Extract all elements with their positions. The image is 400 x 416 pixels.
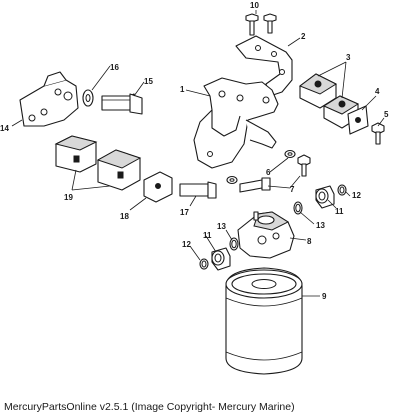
part-11-fittings[interactable] — [211, 185, 335, 271]
callout-15: 15 — [144, 77, 153, 86]
part-14-bracket-plate[interactable] — [19, 71, 79, 127]
callout-4: 4 — [375, 87, 380, 96]
callout-14: 14 — [0, 124, 9, 133]
callout-1: 1 — [180, 85, 185, 94]
part-10-bolts[interactable] — [245, 13, 277, 36]
part-6-washers[interactable] — [226, 149, 296, 185]
parts-diagram: 10 2 3 4 5 1 6 7 8 9 11 11 12 12 13 13 1… — [0, 1, 389, 375]
part-7-bolts[interactable] — [239, 154, 311, 193]
part-13-o-rings[interactable] — [229, 201, 303, 251]
part-19-rubber-blocks[interactable] — [54, 135, 142, 191]
part-9-filter[interactable] — [225, 267, 303, 375]
callout-10: 10 — [250, 1, 259, 10]
callout-13a: 13 — [316, 221, 325, 230]
part-16-washer[interactable] — [82, 89, 94, 107]
callout-13b: 13 — [217, 222, 226, 231]
callout-12a: 12 — [352, 191, 361, 200]
part-4-plate[interactable] — [347, 105, 369, 135]
callout-3: 3 — [346, 53, 351, 62]
leader-lines — [11, 10, 385, 297]
callout-18: 18 — [120, 212, 129, 221]
callout-11a: 11 — [335, 207, 344, 216]
callout-9: 9 — [322, 292, 327, 301]
callout-19: 19 — [64, 193, 73, 202]
part-17-bolt[interactable] — [179, 181, 217, 199]
part-1-mounting-bracket[interactable] — [193, 77, 279, 169]
part-15-bolt[interactable] — [101, 93, 143, 115]
callout-16: 16 — [110, 63, 119, 72]
part-8-filter-head[interactable] — [237, 211, 295, 259]
part-5-bolt[interactable] — [371, 122, 385, 145]
part-18-plate[interactable] — [143, 171, 173, 203]
part-2-bracket[interactable] — [235, 35, 293, 97]
callout-11b: 11 — [203, 231, 212, 240]
callout-5: 5 — [384, 110, 389, 119]
copyright-caption: MercuryPartsOnline v2.5.1 (Image Copyrig… — [4, 401, 295, 413]
callout-17: 17 — [180, 208, 189, 217]
callout-8: 8 — [307, 237, 312, 246]
part-12-o-rings[interactable] — [199, 184, 347, 270]
callout-7: 7 — [290, 185, 295, 194]
callout-labels: 10 2 3 4 5 1 6 7 8 9 11 11 12 12 13 13 1… — [0, 1, 389, 301]
callout-2: 2 — [301, 32, 306, 41]
callout-6: 6 — [266, 168, 271, 177]
callout-12b: 12 — [182, 240, 191, 249]
